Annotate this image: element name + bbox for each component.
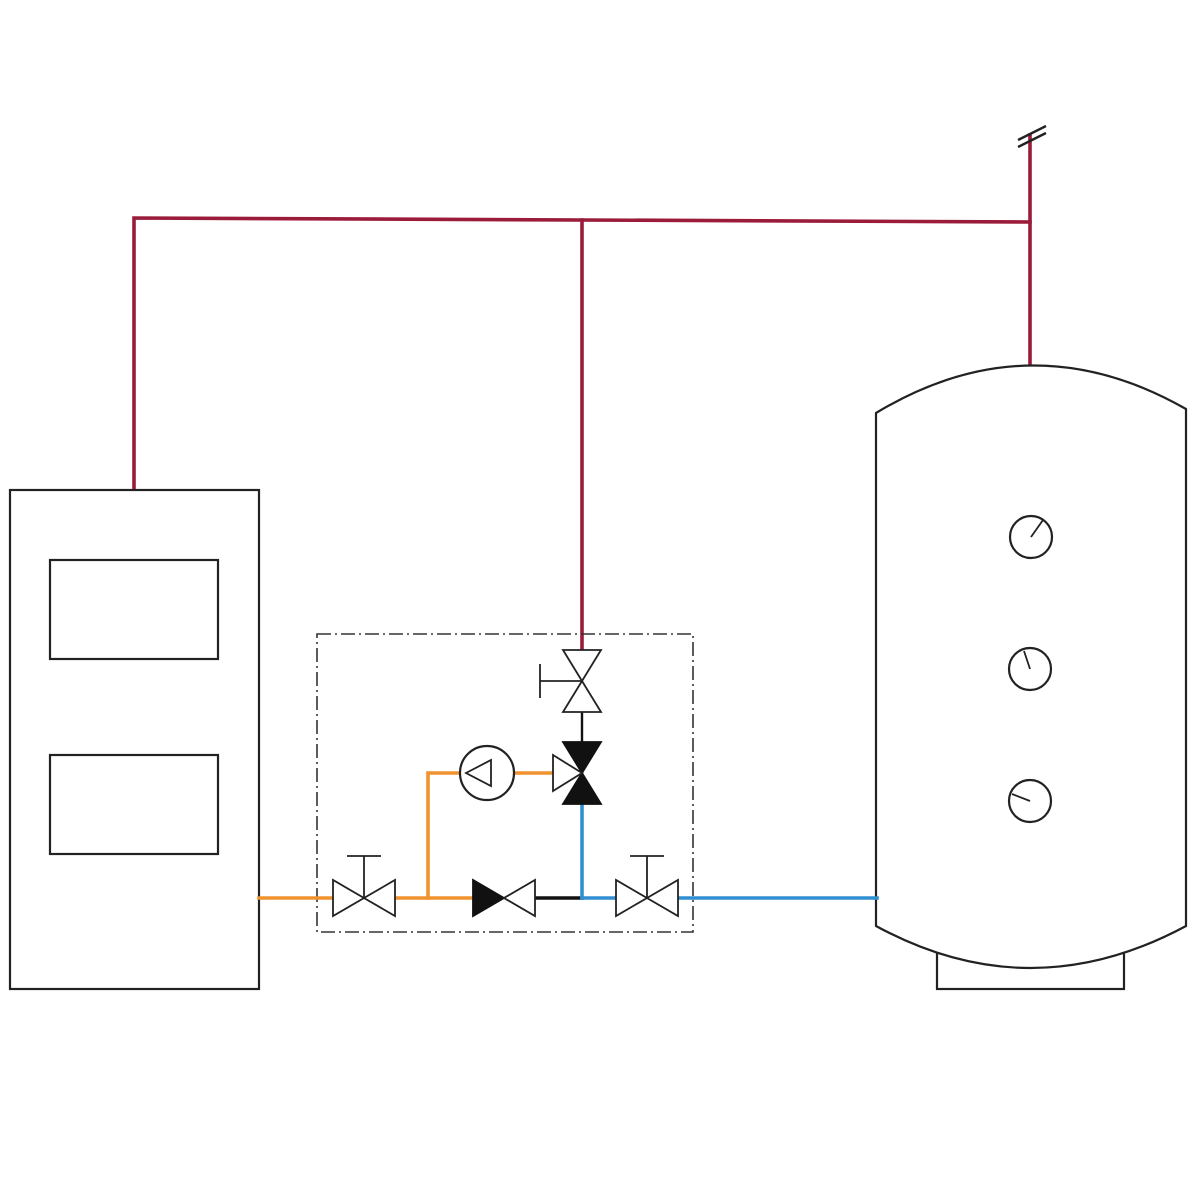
return-pipe-network [257,771,879,900]
check-valve [472,878,536,918]
thermometer-lower [1007,778,1053,824]
thermometer-upper [1008,514,1054,560]
flow-pipe-main [132,216,1032,492]
flow-pipe-network [132,133,1032,652]
circulation-pump-icon [458,744,516,802]
check-valve-icon [472,878,536,918]
circulation-pump [458,744,516,802]
shutoff-valve-right[interactable] [615,855,679,918]
shutoff-valve-icon [615,855,679,918]
shutoff-valve-icon [539,649,603,713]
three-way-mixing-valve[interactable] [552,741,603,805]
shutoff-valve-icon [332,855,396,918]
three-way-mixing-valve-icon [552,741,603,805]
bypass-pipe [426,771,462,900]
boiler-panel-lower [48,753,220,856]
boiler-unit [8,488,261,991]
boiler-panel-upper [48,558,220,661]
shutoff-valve-left[interactable] [332,855,396,918]
air-vent-terminal [1017,124,1047,149]
mixing-valve-group-boundary [316,633,694,933]
buffer-storage-tank [874,364,1188,991]
shutoff-valve-top[interactable] [539,649,603,713]
thermometer-middle [1007,646,1053,692]
